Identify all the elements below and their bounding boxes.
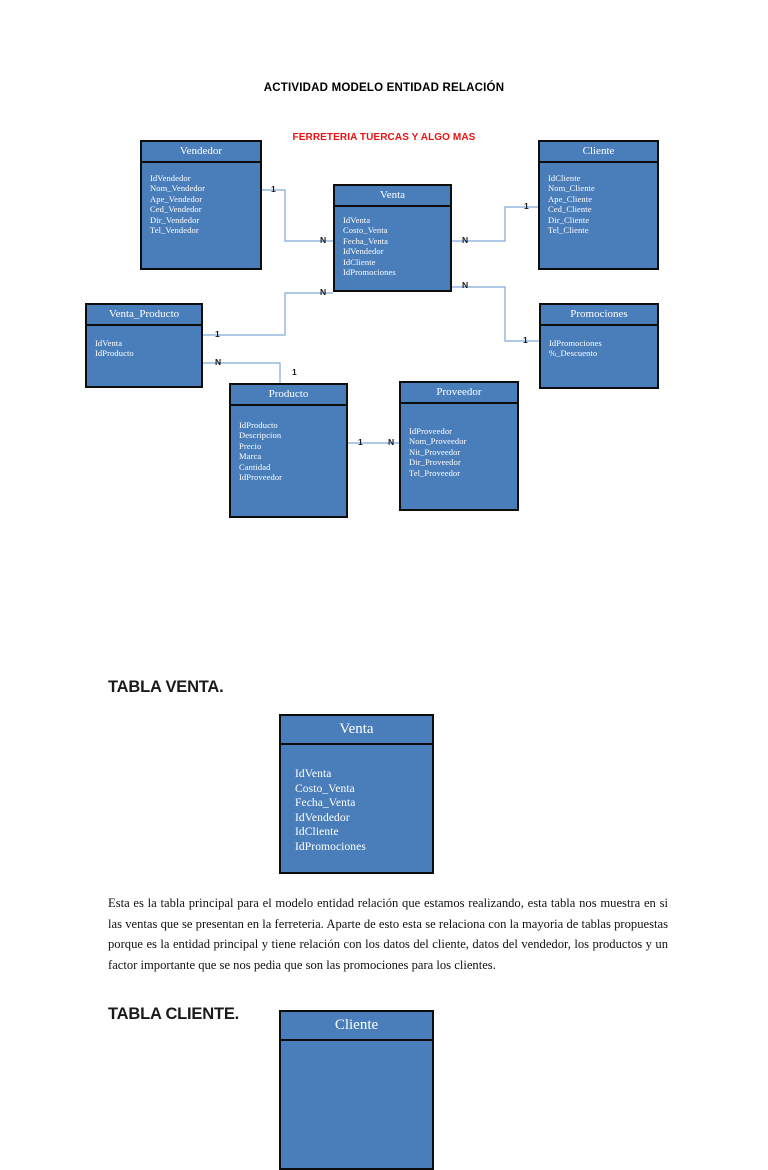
entity-title: Cliente: [540, 142, 657, 163]
entity-title: Promociones: [541, 305, 657, 326]
entity-attributes: [281, 1041, 432, 1063]
attribute: Nit_Proveedor: [409, 446, 461, 457]
attribute: IdProveedor: [239, 472, 283, 483]
attribute: Fecha_Venta: [343, 235, 388, 246]
attribute: Precio: [239, 440, 262, 451]
attribute: Costo_Venta: [295, 782, 355, 795]
attribute: IdVendedor: [343, 246, 384, 257]
cardinality-label: 1: [524, 201, 529, 211]
attribute: Cantidad: [239, 461, 271, 472]
attribute: IdPromociones: [549, 338, 602, 348]
attribute: Nom_Vendedor: [150, 183, 206, 194]
attribute: IdPromociones: [343, 267, 396, 278]
attribute: Dir_Proveedor: [409, 457, 461, 468]
attribute: IdVenta: [295, 768, 332, 780]
attribute: Ced_Vendedor: [150, 204, 202, 215]
attribute: IdVendedor: [295, 811, 350, 824]
attribute: Tel_Vendedor: [150, 225, 199, 236]
entity-title: Venta: [281, 716, 432, 745]
attribute: Fecha_Venta: [295, 797, 356, 809]
section-heading-tabla-cliente: TABLA CLIENTE.: [108, 1005, 240, 1023]
attribute: Ced_Cliente: [548, 204, 592, 215]
entity-attributes: IdVenta Costo_Venta Fecha_Venta IdVended…: [335, 207, 450, 277]
entity-attributes: IdPromociones %_Descuento: [541, 326, 657, 359]
attribute: IdVenta: [343, 215, 371, 225]
attribute: IdVendedor: [150, 173, 191, 183]
attribute: Ape_Cliente: [548, 193, 593, 204]
entity-cliente[interactable]: Cliente IdCliente Nom_Cliente Ape_Client…: [538, 140, 659, 270]
attribute: IdCliente: [548, 173, 581, 183]
cardinality-label: N: [388, 437, 395, 447]
cardinality-label: N: [215, 357, 222, 367]
entity-attributes: IdProveedor Nom_Proveedor Nit_Proveedor …: [401, 404, 517, 478]
attribute: Dir_Cliente: [548, 214, 590, 225]
attribute: IdVenta: [95, 338, 123, 348]
page-title: ACTIVIDAD MODELO ENTIDAD RELACIÓN: [263, 82, 505, 94]
cardinality-label: N: [320, 287, 327, 297]
attribute: IdProducto: [239, 420, 278, 430]
cardinality-label: 1: [271, 184, 276, 194]
section-heading-tabla-venta: TABLA VENTA.: [108, 678, 224, 696]
attribute: Marca: [239, 451, 262, 462]
attribute: Tel_Cliente: [548, 225, 589, 236]
entity-vendedor[interactable]: Vendedor IdVendedor Nom_Vendedor Ape_Ven…: [140, 140, 262, 270]
entity-attributes: IdVenta IdProducto: [87, 326, 201, 359]
entity-producto[interactable]: Producto IdProducto Descripcion Precio M…: [229, 383, 348, 518]
connector-lines: [203, 189, 539, 444]
cardinality-label: 1: [358, 437, 363, 447]
attribute: %_Descuento: [549, 348, 598, 359]
attribute: Dir_Vendedor: [150, 214, 200, 225]
entity-title: Vendedor: [142, 142, 260, 163]
attribute: Costo_Venta: [343, 225, 388, 236]
entity-title: Proveedor: [401, 383, 517, 404]
cardinality-label: 1: [215, 329, 220, 339]
entity-attributes: IdVenta Costo_Venta Fecha_Venta IdVended…: [281, 745, 432, 854]
cardinality-label: N: [462, 235, 469, 245]
cardinality-label: N: [320, 235, 327, 245]
entity-venta-producto[interactable]: Venta_Producto IdVenta IdProducto: [85, 303, 203, 388]
entity-attributes: IdVendedor Nom_Vendedor Ape_Vendedor Ced…: [142, 163, 260, 235]
attribute: Tel_Proveedor: [409, 467, 461, 478]
entity-title: Producto: [231, 385, 346, 406]
paragraph-tabla-venta: Esta es la tabla principal para el model…: [108, 896, 668, 972]
table-figure-venta[interactable]: Venta IdVenta Costo_Venta Fecha_Venta Id…: [279, 714, 434, 874]
attribute: Nom_Proveedor: [409, 436, 467, 447]
entity-promociones[interactable]: Promociones IdPromociones %_Descuento: [539, 303, 659, 389]
entity-title: Cliente: [281, 1012, 432, 1041]
entity-venta[interactable]: Venta IdVenta Costo_Venta Fecha_Venta Id…: [333, 184, 452, 292]
entity-title: Venta: [335, 186, 450, 207]
attribute: Descripcion: [239, 430, 282, 441]
entity-proveedor[interactable]: Proveedor IdProveedor Nom_Proveedor Nit_…: [399, 381, 519, 511]
attribute: IdCliente: [343, 256, 376, 267]
entity-attributes: IdCliente Nom_Cliente Ape_Cliente Ced_Cl…: [540, 163, 657, 235]
diagram-subtitle: FERRETERIA TUERCAS Y ALGO MAS: [292, 132, 476, 143]
attribute: IdPromociones: [295, 840, 366, 853]
attribute: IdProducto: [95, 348, 134, 359]
attribute: IdCliente: [295, 826, 339, 838]
attribute: Ape_Vendedor: [150, 193, 203, 204]
entity-attributes: IdProducto Descripcion Precio Marca Cant…: [231, 406, 346, 482]
cardinality-label: 1: [292, 367, 297, 377]
attribute: Nom_Cliente: [548, 183, 595, 194]
attribute: IdProveedor: [409, 426, 453, 436]
cardinality-label: N: [462, 280, 469, 290]
cardinality-label: 1: [523, 335, 528, 345]
table-figure-cliente[interactable]: Cliente: [279, 1010, 434, 1170]
er-diagram: FERRETERIA TUERCAS Y ALGO MAS Vendedor: [0, 0, 768, 560]
entity-title: Venta_Producto: [87, 305, 201, 326]
